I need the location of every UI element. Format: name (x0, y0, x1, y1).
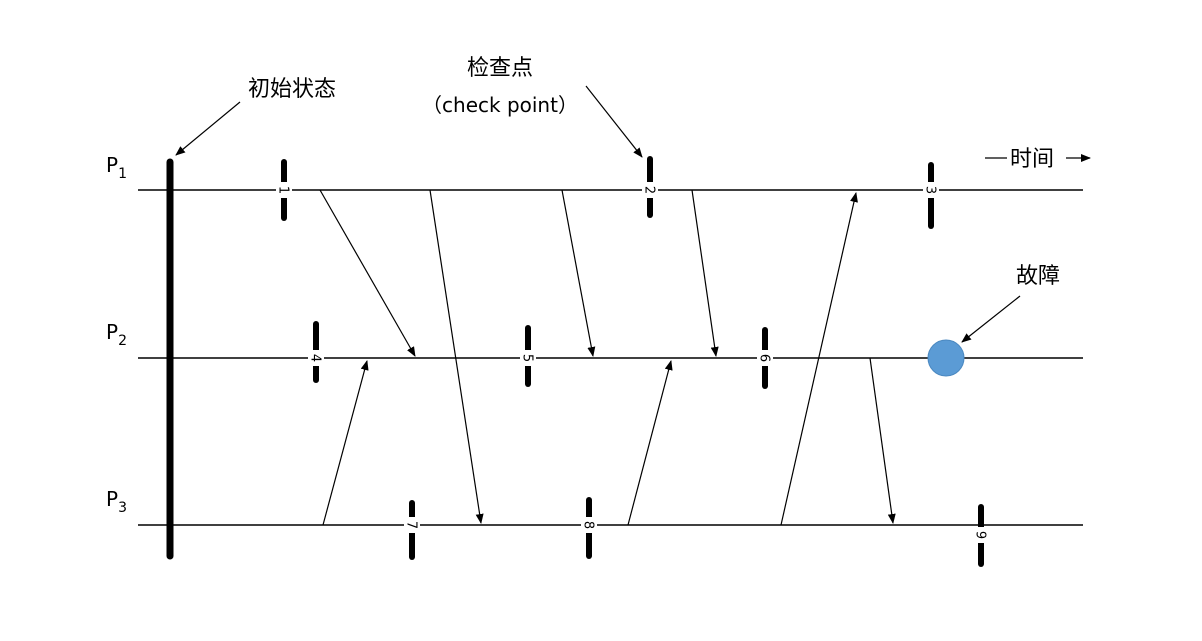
initial-state-label: 初始状态 (248, 77, 336, 102)
checkpoint-label-bg (923, 182, 939, 198)
message-arrow (869, 357, 896, 524)
checkpoint-subtitle: （check point） (422, 93, 578, 117)
p1-label: P1 (106, 153, 127, 182)
checkpoint-9: 9 (973, 504, 989, 567)
fault-label: 故障 (1016, 264, 1060, 289)
checkpoint-6: 6 (757, 327, 773, 389)
checkpoint-label: 4 (308, 354, 323, 362)
checkpoint-label: 2 (642, 186, 657, 194)
checkpoint-arrow (585, 85, 643, 158)
time-label: 时间 (1010, 147, 1054, 172)
checkpoint-label: 6 (757, 354, 772, 362)
checkpoint-5: 5 (520, 325, 536, 387)
checkpoint-label-bg (520, 350, 536, 366)
fault-marker (927, 339, 965, 377)
message-arrow (429, 189, 484, 524)
checkpoint-label-bg (642, 182, 658, 198)
checkpoint-label-bg (581, 517, 597, 533)
checkpoint-label-bg (276, 182, 292, 198)
checkpoint-label: 8 (581, 521, 596, 529)
fault-arrow (961, 295, 1021, 343)
p3-label: P3 (106, 487, 127, 516)
message-arrow (322, 360, 369, 526)
checkpoint-label: 3 (923, 186, 938, 194)
message-arrow (691, 189, 719, 357)
message-arrow (627, 360, 673, 526)
checkpoint-label-bg (973, 527, 989, 543)
checkpoint-label: 5 (520, 354, 535, 362)
checkpoint-label: 1 (276, 186, 291, 194)
message-arrow (319, 189, 416, 357)
checkpoint-label-bg (404, 517, 420, 533)
message-arrow (561, 189, 596, 357)
message-arrow (780, 192, 858, 526)
checkpoint-title: 检查点 (467, 56, 533, 81)
initial-state-arrow (175, 101, 241, 156)
checkpoint-label-bg (308, 350, 324, 366)
checkpoint-3: 3 (923, 162, 939, 229)
checkpoint-4: 4 (308, 321, 324, 383)
checkpoint-1: 1 (276, 159, 292, 221)
checkpoint-7: 7 (404, 500, 420, 560)
checkpoint-label: 9 (973, 531, 988, 539)
checkpoint-label: 7 (404, 521, 419, 529)
p2-label: P2 (106, 320, 127, 349)
checkpoint-8: 8 (581, 497, 597, 559)
checkpoint-2: 2 (642, 156, 658, 218)
checkpoint-label-bg (757, 350, 773, 366)
